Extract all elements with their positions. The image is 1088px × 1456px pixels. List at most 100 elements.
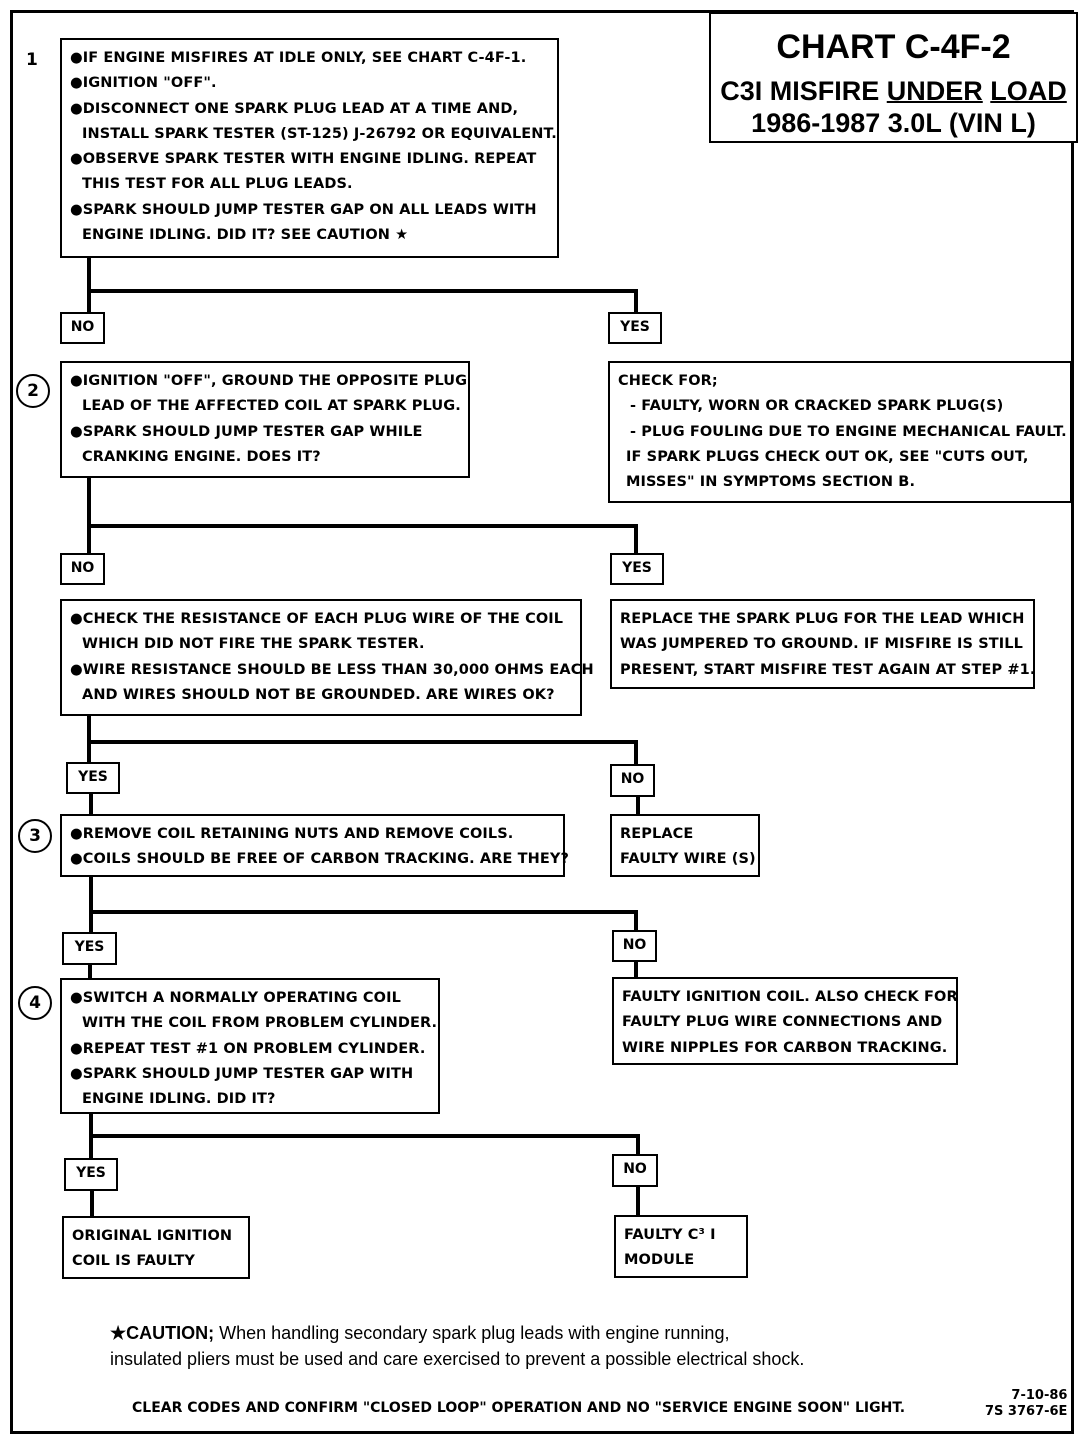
step-1-text: ●IF ENGINE MISFIRES AT IDLE ONLY, SEE CH… — [70, 50, 527, 66]
document-date: 7-10-86 — [1011, 1388, 1068, 1403]
original-coil-faulty-box: ORIGINAL IGNITION COIL IS FAULTY — [62, 1216, 250, 1279]
document-reference: 7-10-86 7S 3767-6E — [985, 1388, 1067, 1420]
connector — [90, 1188, 94, 1218]
step-1-text: ●IGNITION "OFF". — [70, 75, 217, 92]
wire-text: ●CHECK THE RESISTANCE OF EACH PLUG WIRE … — [70, 611, 564, 627]
connector — [89, 910, 638, 914]
module-text: FAULTY C³ I — [624, 1227, 716, 1243]
switch-coil-text: WITH THE COIL FROM PROBLEM CYLINDER. — [82, 1015, 438, 1032]
switch-coil-text: ENGINE IDLING. DID IT? — [82, 1091, 276, 1108]
caution-text: When handling secondary spark plug leads… — [214, 1323, 730, 1343]
caution-heading: ★CAUTION; — [110, 1323, 215, 1343]
coil-text: ●COILS SHOULD BE FREE OF CARBON TRACKING… — [70, 851, 569, 868]
faulty-coil-text: FAULTY IGNITION COIL. ALSO CHECK FOR — [622, 989, 958, 1005]
connector — [634, 910, 638, 932]
connector — [89, 792, 93, 816]
step-1-text: ●OBSERVE SPARK TESTER WITH ENGINE IDLING… — [70, 151, 537, 168]
switch-coil-text: ●SWITCH A NORMALLY OPERATING COIL — [70, 990, 401, 1006]
yes-label: YES — [608, 312, 662, 344]
subtitle-under: UNDER — [886, 76, 983, 106]
chart-subtitle: C3I MISFIRE UNDER LOAD — [711, 76, 1076, 107]
check-text: - PLUG FOULING DUE TO ENGINE MECHANICAL … — [630, 423, 1067, 440]
original-coil-text: COIL IS FAULTY — [72, 1253, 195, 1270]
module-text: MODULE — [624, 1252, 695, 1269]
original-coil-text: ORIGINAL IGNITION — [72, 1228, 233, 1244]
connector — [89, 874, 93, 934]
step-4-box: ●SWITCH A NORMALLY OPERATING COIL WITH T… — [60, 978, 440, 1114]
step-1-text: ●SPARK SHOULD JUMP TESTER GAP ON ALL LEA… — [70, 201, 537, 218]
connector — [634, 524, 638, 556]
step-2-text: ●SPARK SHOULD JUMP TESTER GAP WHILE — [70, 423, 423, 440]
replace-plug-text: PRESENT, START MISFIRE TEST AGAIN AT STE… — [620, 661, 1036, 678]
connector — [87, 714, 91, 764]
replace-wire-text: FAULTY WIRE (S) — [620, 851, 756, 868]
subtitle-load: LOAD — [990, 76, 1067, 106]
yes-label: YES — [62, 932, 117, 965]
step-2-text: ●IGNITION "OFF", GROUND THE OPPOSITE PLU… — [70, 373, 468, 389]
connector — [634, 289, 638, 313]
step-2-text: LEAD OF THE AFFECTED COIL AT SPARK PLUG. — [82, 398, 461, 415]
faulty-coil-text: WIRE NIPPLES FOR CARBON TRACKING. — [622, 1039, 948, 1056]
no-label: NO — [612, 930, 657, 962]
step-number-2: 2 — [16, 374, 50, 408]
step-number-4: 4 — [18, 986, 52, 1020]
faulty-ignition-coil-box: FAULTY IGNITION COIL. ALSO CHECK FOR FAU… — [612, 977, 958, 1065]
document-code: 7S 3767-6E — [985, 1404, 1068, 1419]
plug-wire-resistance-box: ●CHECK THE RESISTANCE OF EACH PLUG WIRE … — [60, 599, 594, 716]
replace-faulty-wire-box: REPLACE FAULTY WIRE (S) — [610, 814, 760, 877]
connector — [636, 796, 640, 814]
connector — [634, 740, 638, 766]
chart-vehicle: 1986-1987 3.0L (VIN L) — [751, 108, 1036, 138]
step-1-text: THIS TEST FOR ALL PLUG LEADS. — [82, 176, 353, 193]
caution-note: ★CAUTION; When handling secondary spark … — [110, 1320, 804, 1372]
step-1-text: INSTALL SPARK TESTER (ST-125) J-26792 OR… — [82, 125, 557, 142]
yes-label: YES — [64, 1158, 118, 1191]
switch-coil-text: ●REPEAT TEST #1 ON PROBLEM CYLINDER. — [70, 1040, 426, 1057]
wire-text: ●WIRE RESISTANCE SHOULD BE LESS THAN 30,… — [70, 661, 594, 678]
coil-text: ●REMOVE COIL RETAINING NUTS AND REMOVE C… — [70, 826, 514, 842]
replace-plug-text: WAS JUMPERED TO GROUND. IF MISFIRE IS ST… — [620, 636, 1023, 653]
no-label: NO — [60, 553, 105, 585]
step-1-text: ●DISCONNECT ONE SPARK PLUG LEAD AT A TIM… — [70, 100, 519, 117]
step-2-text: CRANKING ENGINE. DOES IT? — [82, 448, 321, 465]
connector — [87, 289, 638, 293]
caution-line-1: ★CAUTION; When handling secondary spark … — [110, 1320, 804, 1346]
connector — [636, 1184, 640, 1216]
connector — [636, 1134, 640, 1158]
connector — [634, 960, 638, 978]
check-text: - FAULTY, WORN OR CRACKED SPARK PLUG(S) — [630, 398, 1004, 415]
wire-text: WHICH DID NOT FIRE THE SPARK TESTER. — [82, 636, 425, 653]
subtitle-prefix: C3I MISFIRE — [720, 76, 887, 106]
connector — [87, 524, 638, 528]
step-3-box: ●REMOVE COIL RETAINING NUTS AND REMOVE C… — [60, 814, 569, 877]
replace-spark-plug-box: REPLACE THE SPARK PLUG FOR THE LEAD WHIC… — [610, 599, 1035, 689]
title-block: CHART C-4F-2 C3I MISFIRE UNDER LOAD 1986… — [709, 12, 1078, 143]
connector — [87, 740, 638, 744]
faulty-c3i-module-box: FAULTY C³ I MODULE — [614, 1215, 748, 1278]
step-1-box: ●IF ENGINE MISFIRES AT IDLE ONLY, SEE CH… — [60, 38, 559, 258]
step-1-text: ENGINE IDLING. DID IT? SEE CAUTION ★ — [82, 227, 409, 244]
page-frame — [10, 10, 1074, 1434]
replace-plug-text: REPLACE THE SPARK PLUG FOR THE LEAD WHIC… — [620, 611, 1025, 627]
step-number-1: 1 — [26, 50, 38, 70]
connector — [87, 476, 91, 556]
check-spark-plugs-box: CHECK FOR; - FAULTY, WORN OR CRACKED SPA… — [608, 361, 1072, 503]
check-text: MISSES" IN SYMPTOMS SECTION B. — [626, 474, 916, 491]
connector — [89, 1134, 640, 1138]
step-number-3: 3 — [18, 819, 52, 853]
no-label: NO — [610, 764, 655, 797]
step-2-box: ●IGNITION "OFF", GROUND THE OPPOSITE PLU… — [60, 361, 470, 478]
faulty-coil-text: FAULTY PLUG WIRE CONNECTIONS AND — [622, 1014, 943, 1031]
yes-label: YES — [66, 762, 120, 794]
chart-number: CHART C-4F-2 — [776, 28, 1011, 66]
check-text: IF SPARK PLUGS CHECK OUT OK, SEE "CUTS O… — [626, 448, 1029, 465]
connector — [88, 964, 92, 978]
yes-label: YES — [610, 553, 664, 585]
footer-instruction: CLEAR CODES AND CONFIRM "CLOSED LOOP" OP… — [132, 1400, 906, 1416]
caution-line-2: insulated pliers must be used and care e… — [110, 1349, 805, 1369]
replace-wire-text: REPLACE — [620, 826, 694, 842]
check-text: CHECK FOR; — [618, 373, 718, 389]
connector — [87, 256, 91, 312]
wire-text: AND WIRES SHOULD NOT BE GROUNDED. ARE WI… — [82, 686, 555, 703]
switch-coil-text: ●SPARK SHOULD JUMP TESTER GAP WITH — [70, 1065, 414, 1082]
